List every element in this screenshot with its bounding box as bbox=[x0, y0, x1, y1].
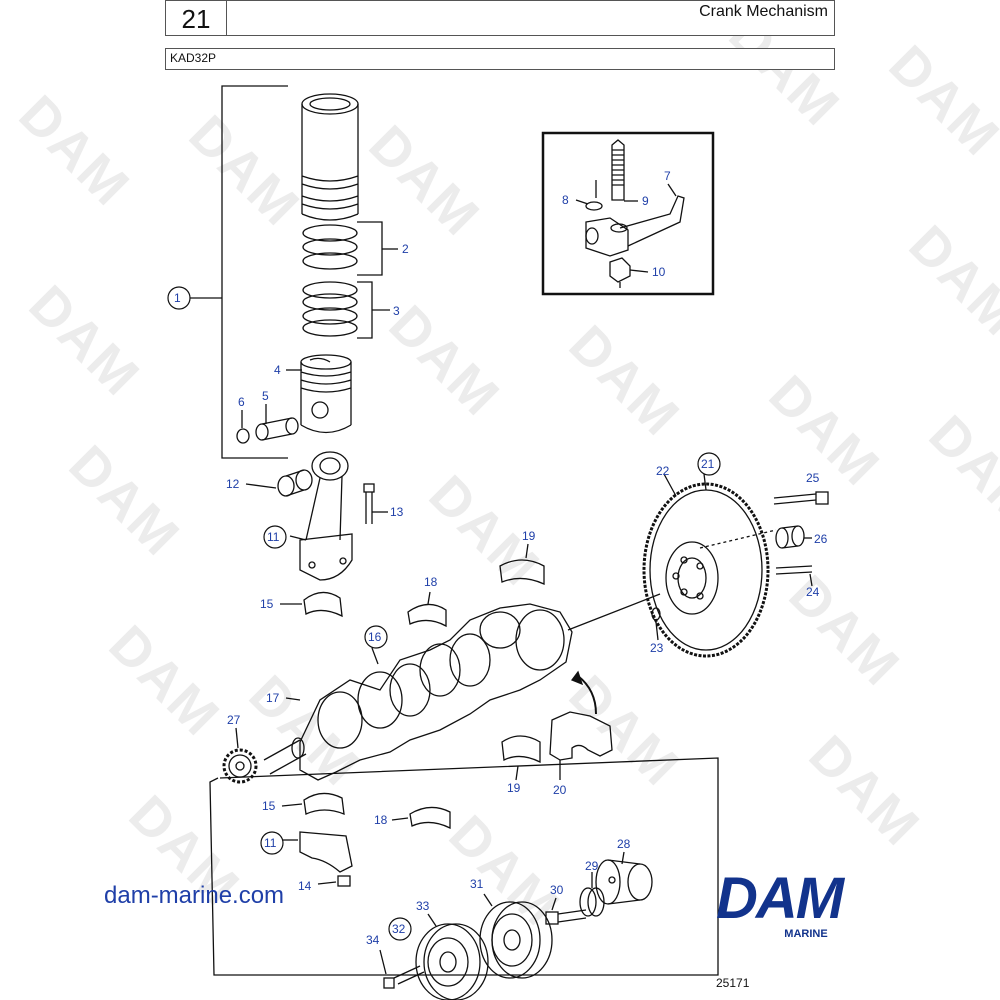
header-bar: 21 Crank Mechanism bbox=[165, 0, 835, 36]
damper-bolt bbox=[383, 965, 425, 989]
logo-text: DAM bbox=[716, 866, 844, 931]
callout-18-lower: 18 bbox=[374, 813, 388, 827]
piston-rings-upper bbox=[302, 224, 358, 270]
bearing-shell bbox=[407, 603, 447, 628]
bearing-shell bbox=[501, 735, 541, 764]
flywheel-bolt bbox=[773, 491, 829, 505]
crankshaft-pulley bbox=[479, 901, 553, 979]
connecting-rod-bolt bbox=[363, 483, 375, 524]
callout-20: 20 bbox=[553, 783, 567, 797]
circlip bbox=[236, 428, 250, 444]
logo-subtitle: MARINE bbox=[784, 928, 828, 940]
callout-18: 18 bbox=[424, 575, 438, 589]
callout-2: 2 bbox=[402, 242, 409, 256]
callout-6: 6 bbox=[238, 395, 245, 409]
inset-detail-box bbox=[541, 131, 715, 296]
piston-pin bbox=[255, 417, 299, 441]
piston-cooling-nozzle bbox=[585, 139, 685, 288]
callout-25: 25 bbox=[806, 471, 820, 485]
callout-29: 29 bbox=[585, 859, 599, 873]
bearing-shell bbox=[303, 792, 345, 816]
callout-11: 11 bbox=[267, 530, 280, 544]
callout-13: 13 bbox=[390, 505, 404, 519]
callout-30: 30 bbox=[550, 883, 564, 897]
bearing-shell bbox=[499, 559, 545, 586]
callout-17: 17 bbox=[266, 691, 280, 705]
callout-labels: 1 2 3 4 5 6 7 8 9 10 11 12 13 14 15 16 1… bbox=[174, 169, 828, 947]
flywheel bbox=[642, 482, 770, 658]
cylinder-liner bbox=[301, 93, 359, 221]
bushing bbox=[775, 525, 805, 549]
callout-14: 14 bbox=[298, 879, 312, 893]
callout-31: 31 bbox=[470, 877, 484, 891]
hub bbox=[595, 859, 653, 905]
callout-26: 26 bbox=[814, 532, 828, 546]
vibration-damper bbox=[415, 923, 489, 1000]
piston-rings-lower bbox=[302, 281, 358, 337]
callout-1: 1 bbox=[174, 291, 181, 305]
callout-24: 24 bbox=[806, 585, 820, 599]
pulley-bolt bbox=[545, 909, 587, 925]
connecting-rod bbox=[277, 451, 353, 581]
callout-4: 4 bbox=[274, 363, 281, 377]
callout-15: 15 bbox=[260, 597, 274, 611]
dam-marine-logo: DAM MARINE bbox=[716, 866, 896, 941]
dowel-pin bbox=[775, 565, 813, 575]
main-bearing-cap bbox=[549, 711, 613, 761]
callout-10: 10 bbox=[652, 265, 666, 279]
crankshaft bbox=[263, 593, 661, 781]
callout-9: 9 bbox=[642, 194, 649, 208]
bearing-shell bbox=[409, 806, 451, 830]
callout-3: 3 bbox=[393, 304, 400, 318]
callout-15-lower: 15 bbox=[262, 799, 276, 813]
callout-32: 32 bbox=[392, 922, 406, 936]
callout-33: 33 bbox=[416, 899, 430, 913]
callout-11-lower: 11 bbox=[264, 836, 277, 850]
website-link[interactable]: dam-marine.com bbox=[104, 882, 285, 909]
callout-16: 16 bbox=[368, 630, 382, 644]
callout-8: 8 bbox=[562, 193, 569, 207]
model-bar: KAD32P bbox=[165, 48, 835, 70]
piston bbox=[300, 354, 352, 434]
main-bearing-cap-lower bbox=[299, 831, 353, 873]
model-name: KAD32P bbox=[170, 51, 217, 65]
callout-27: 27 bbox=[227, 713, 241, 727]
callout-28: 28 bbox=[617, 837, 631, 851]
spacer-ring bbox=[579, 887, 605, 917]
nut bbox=[337, 875, 351, 887]
callout-19: 19 bbox=[522, 529, 536, 543]
callout-12: 12 bbox=[226, 477, 240, 491]
callout-22: 22 bbox=[656, 464, 670, 478]
section-number: 21 bbox=[166, 1, 227, 35]
figure-number: 25171 bbox=[716, 976, 750, 990]
group-bracket bbox=[221, 85, 288, 459]
callout-5: 5 bbox=[262, 389, 269, 403]
bearing-ring bbox=[651, 607, 661, 621]
page-title: Crank Mechanism bbox=[699, 3, 828, 20]
callout-23: 23 bbox=[650, 641, 664, 655]
callout-34: 34 bbox=[366, 933, 380, 947]
callout-19-lower: 19 bbox=[507, 781, 521, 795]
callout-7: 7 bbox=[664, 169, 671, 183]
callout-21: 21 bbox=[701, 457, 715, 471]
bearing-shell bbox=[303, 591, 343, 618]
